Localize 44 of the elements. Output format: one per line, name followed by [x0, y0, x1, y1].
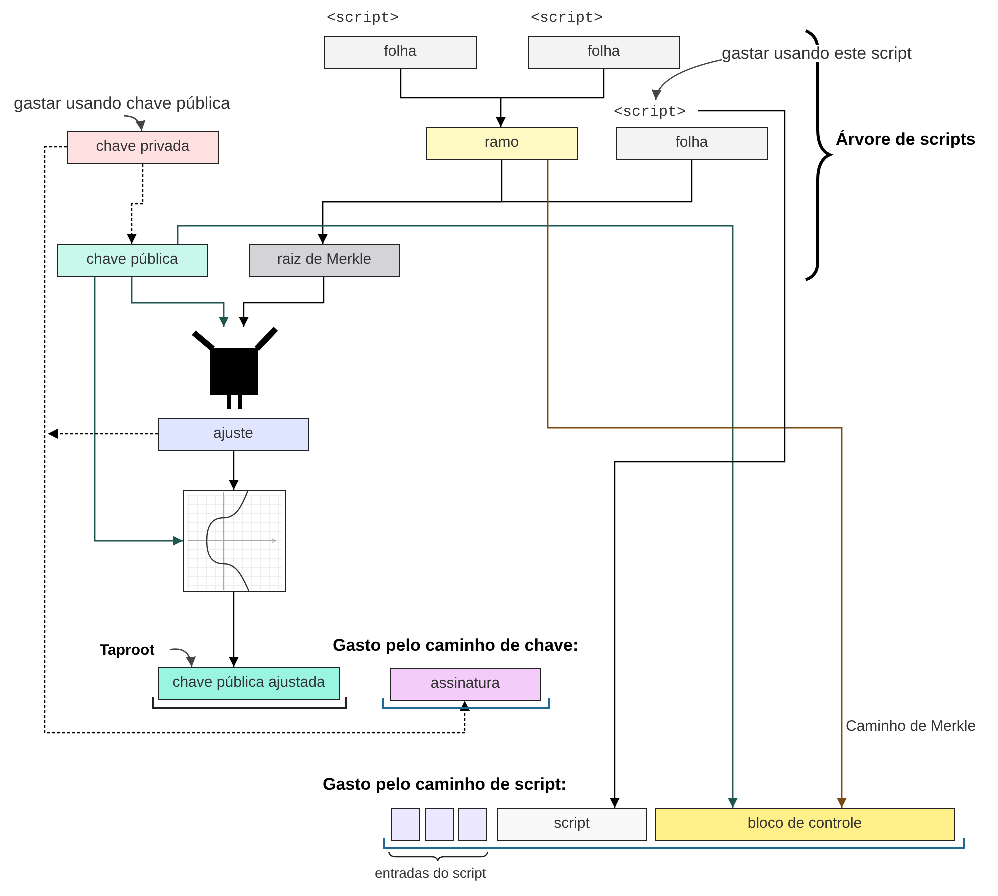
arrow: [496, 69, 605, 127]
arrow: [94, 277, 183, 546]
arrow: [124, 115, 146, 132]
section-heading: Gasto pelo caminho de script:: [323, 776, 567, 793]
leaf-box: folha: [528, 36, 680, 69]
elliptic-curve-drawing: [183, 490, 286, 592]
script-tag: <script>: [614, 104, 686, 120]
arrow: [177, 225, 738, 808]
annotation-text: gastar usando este script: [722, 44, 912, 62]
arrow: [229, 592, 239, 667]
section-heading: Gasto pelo caminho de chave:: [333, 637, 579, 654]
leaf-box: folha: [616, 127, 768, 160]
public-key-box: chave pública: [57, 244, 208, 277]
leaf-box: folha: [324, 36, 477, 69]
arrow: [131, 277, 229, 327]
arrow: [610, 110, 786, 808]
annotation-text: Taproot: [100, 642, 155, 658]
merkle-root-box: raiz de Merkle: [249, 244, 400, 277]
input-box: [425, 808, 454, 841]
dashed-arrow: [44, 146, 470, 734]
hash-machine-drawing: [192, 327, 278, 409]
arrow: [318, 160, 693, 244]
arrow: [239, 277, 325, 327]
tree-label: Árvore de scripts: [836, 131, 976, 148]
script-tag: <script>: [531, 11, 604, 26]
branch-box: ramo: [426, 127, 578, 160]
brace-label: entradas do script: [375, 866, 486, 880]
annotation-text: gastar usando chave pública: [14, 94, 230, 112]
tweaked-key-box: chave pública ajustada: [158, 667, 340, 700]
dashed-arrow: [48, 429, 158, 439]
arrow: [229, 451, 239, 490]
input-box: [458, 808, 487, 841]
control-block-box: bloco de controle: [655, 808, 955, 841]
script-box: script: [497, 808, 647, 841]
dashed-arrow: [127, 164, 144, 244]
edge-label: Caminho de Merkle: [846, 719, 976, 734]
tweak-box: ajuste: [158, 418, 309, 451]
arrow: [652, 59, 722, 100]
input-box: [391, 808, 420, 841]
signature-box: assinatura: [390, 668, 541, 701]
arrow: [547, 160, 847, 808]
arrow: [170, 648, 196, 668]
private-key-box: chave privada: [67, 131, 219, 164]
script-tag: <script>: [327, 11, 400, 26]
